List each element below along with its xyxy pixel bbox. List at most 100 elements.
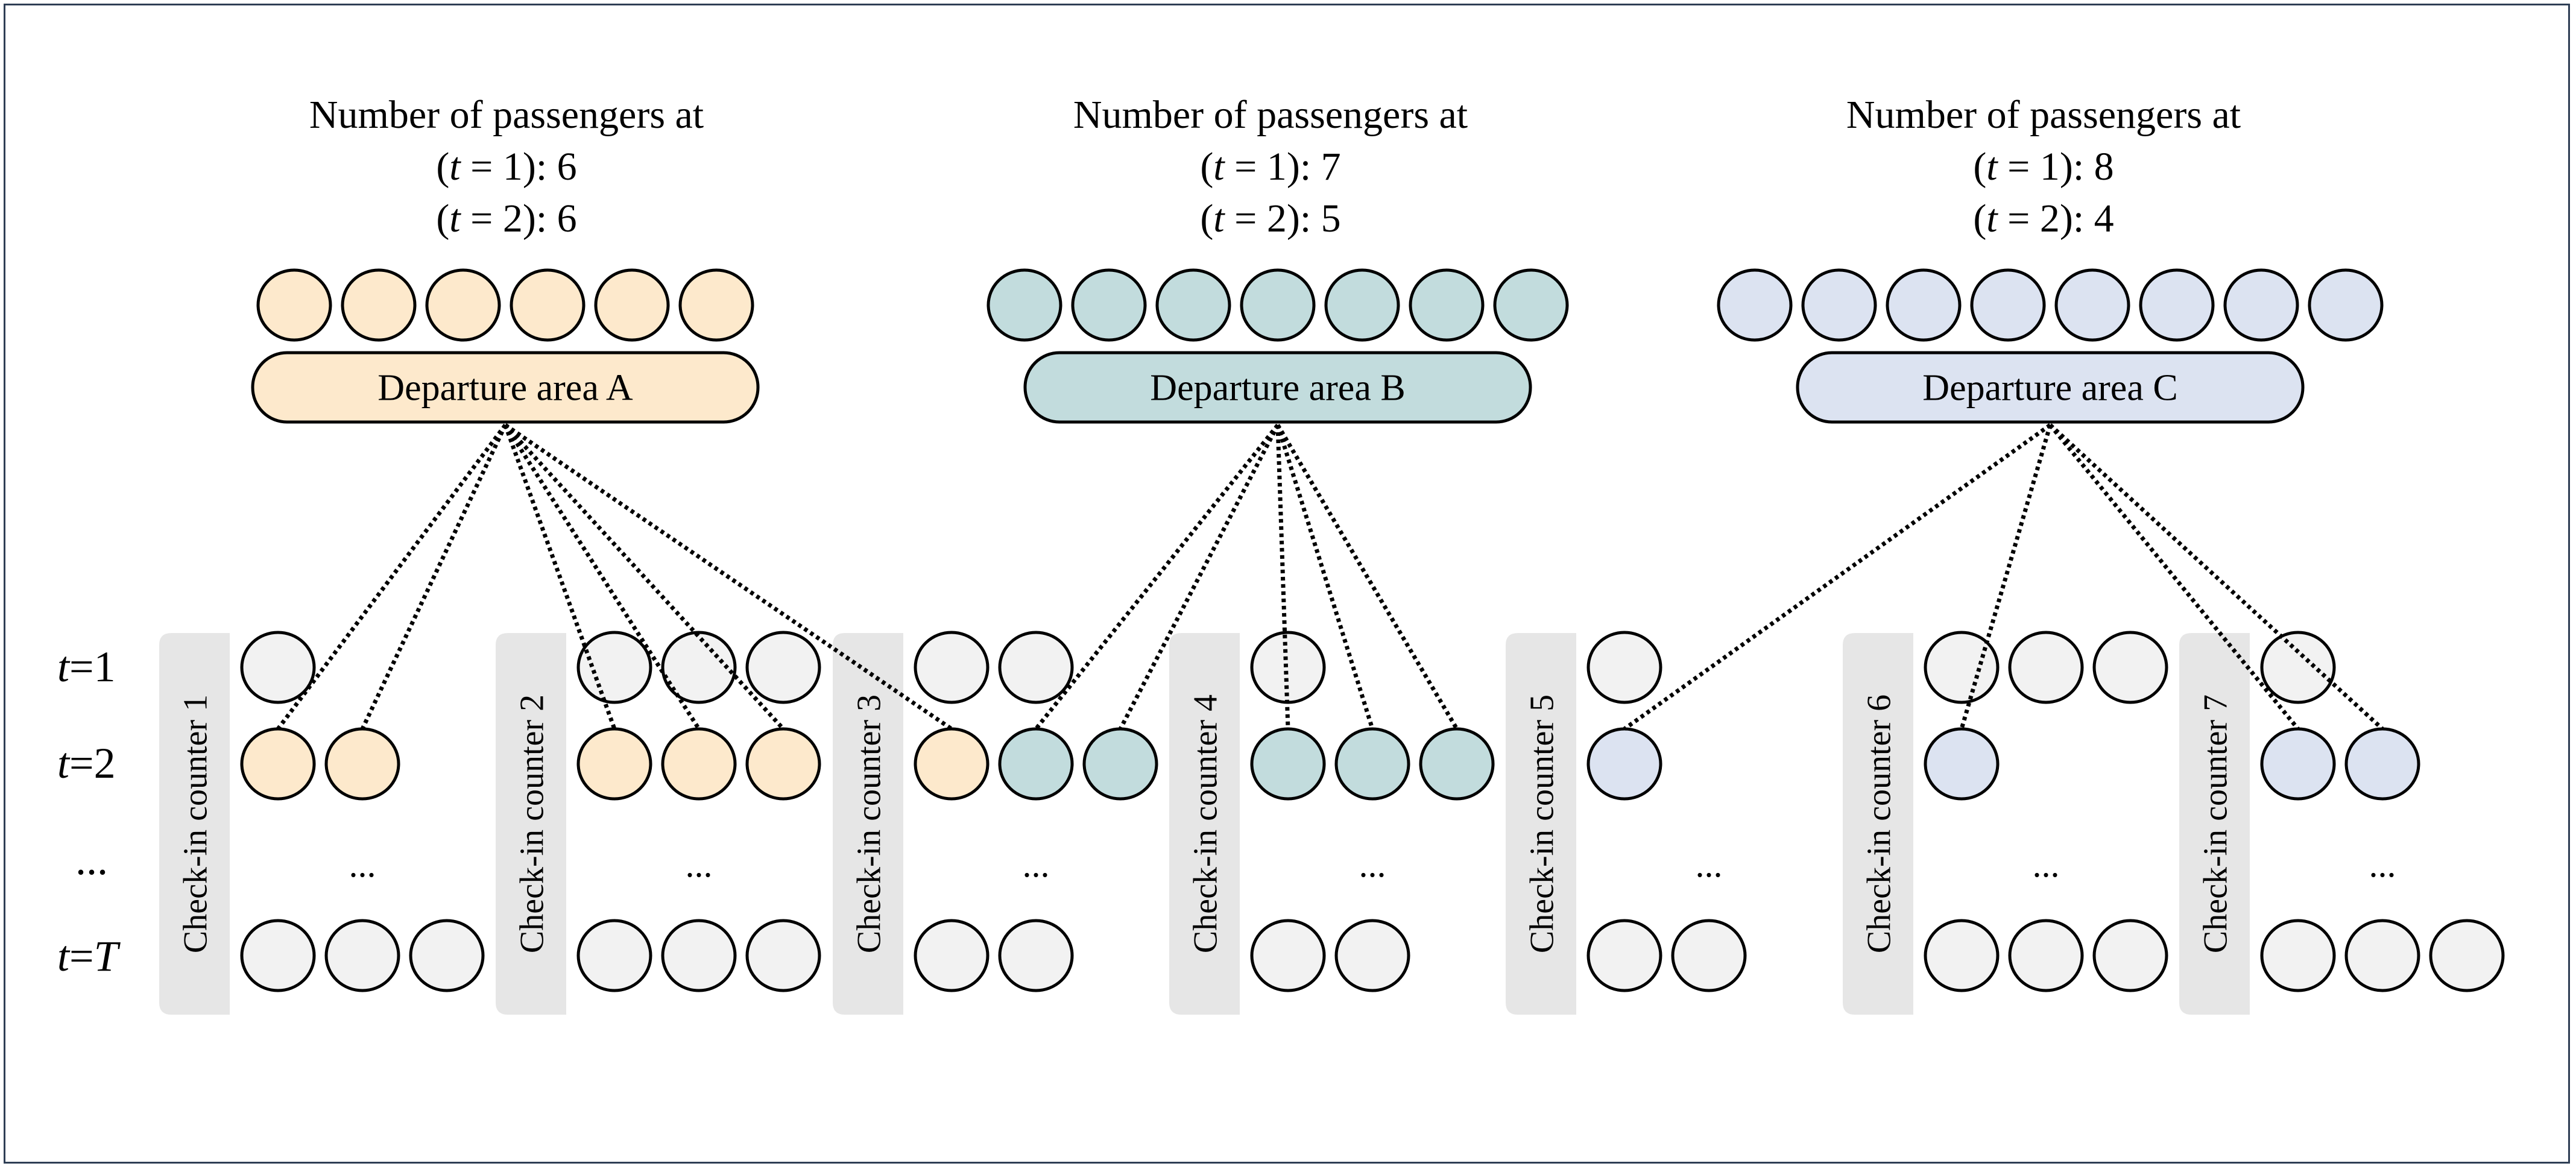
check-in-counter-label: Check-in counter 1: [177, 695, 215, 953]
waiting-passenger-B: [1493, 268, 1569, 342]
caption-area-a: Number of passengers at (t = 1): 6 (t = …: [235, 89, 778, 245]
queue-passenger: [1671, 919, 1747, 992]
queue-passenger: [745, 631, 821, 704]
check-in-counter-label: Check-in counter 7: [2197, 695, 2235, 953]
waiting-passenger-B: [1409, 268, 1485, 342]
time-label-ellipsis: ...: [75, 836, 108, 884]
time-label-t2: t=2: [57, 739, 116, 787]
queue-passenger: [1586, 727, 1662, 801]
check-in-counter-band: [159, 633, 230, 1015]
ellipsis: ...: [349, 845, 376, 884]
departure-area-label: Departure area A: [377, 368, 633, 409]
assignment-line-a: [504, 424, 701, 730]
assignment-line-b: [1034, 423, 1280, 731]
waiting-passenger-A: [341, 268, 417, 342]
queue-passenger: [2260, 919, 2336, 992]
queue-passenger: [745, 919, 821, 992]
queue-passenger: [1924, 631, 2000, 704]
queue-passenger: [1924, 727, 2000, 801]
queue-passenger: [576, 919, 652, 992]
check-in-counter-band: [1843, 633, 1913, 1015]
assignment-lines: [276, 423, 2384, 731]
waiting-passenger-C: [2223, 268, 2299, 342]
waiting-passenger-C: [1717, 268, 1793, 342]
queue-passenger: [914, 727, 990, 801]
queue-passenger: [2092, 631, 2168, 704]
ellipsis: ...: [2369, 845, 2396, 884]
assignment-line-c: [1959, 424, 2053, 729]
waiting-passenger-B: [987, 268, 1062, 342]
waiting-passenger-C: [1886, 268, 1962, 342]
queue-passenger: [661, 919, 737, 992]
waiting-passenger-A: [678, 268, 754, 342]
time-label-t1: t=1: [57, 643, 116, 691]
check-in-counter-band: [833, 633, 903, 1015]
caption-t2: (t = 2): 6: [436, 197, 577, 241]
assignment-line-b: [1275, 424, 1375, 730]
queue-passenger: [661, 631, 737, 704]
queue-passenger: [324, 919, 400, 992]
caption-title: Number of passengers at: [1073, 93, 1468, 137]
queue-passenger: [1334, 919, 1410, 992]
assignment-line-c: [2048, 423, 2300, 731]
queue-passenger: [1250, 631, 1326, 704]
ellipsis: ...: [1696, 845, 1723, 884]
caption-t2: (t = 2): 5: [1200, 197, 1341, 241]
caption-t2: (t = 2): 4: [1973, 197, 2114, 241]
waiting-passenger-A: [510, 268, 586, 342]
queue-passenger: [324, 727, 400, 801]
assignment-line-b: [1118, 424, 1280, 730]
caption-t1: (t = 1): 7: [1200, 145, 1341, 189]
queue-passenger: [240, 919, 316, 992]
assignment-line-c: [1623, 423, 2052, 731]
queue-passenger: [1419, 727, 1495, 801]
queue-passenger: [661, 727, 737, 801]
check-in-counter-band: [496, 633, 566, 1015]
waiting-passenger-B: [1071, 268, 1147, 342]
caption-t1: (t = 1): 8: [1973, 145, 2114, 189]
check-in-counter-label: Check-in counter 5: [1524, 695, 1561, 953]
waiting-passenger-C: [2308, 268, 2384, 342]
departure-area-a: [251, 351, 760, 424]
assignment-line-a: [504, 423, 953, 731]
departure-area-b: [1023, 351, 1532, 424]
queue-passenger: [2008, 631, 2084, 704]
ellipsis: ...: [1359, 845, 1386, 884]
queue-passenger: [2429, 919, 2505, 992]
queue-passenger: [1334, 727, 1410, 801]
queue-passenger: [1250, 919, 1326, 992]
check-in-counter-label: Check-in counter 3: [851, 695, 888, 953]
waiting-passenger-B: [1240, 268, 1316, 342]
check-in-counter-label: Check-in counter 4: [1187, 695, 1225, 953]
queue-passenger: [2344, 919, 2420, 992]
check-in-counter-band: [2179, 633, 2250, 1015]
waiting-passenger-A: [425, 268, 501, 342]
check-in-counter-band: [1506, 633, 1576, 1015]
queue-passenger: [1082, 727, 1158, 801]
caption-area-b: Number of passengers at (t = 1): 7 (t = …: [999, 89, 1542, 245]
check-in-counter-band: [1169, 633, 1240, 1015]
waiting-passenger-B: [1155, 268, 1231, 342]
departure-area-label: Departure area C: [1922, 368, 2177, 409]
queue-passenger: [240, 727, 316, 801]
waiting-passenger-B: [1324, 268, 1400, 342]
time-label-tT: t=T: [57, 932, 118, 980]
waiting-passenger-C: [2054, 268, 2130, 342]
queue-passenger: [409, 919, 485, 992]
queue-passenger: [1924, 919, 2000, 992]
queue-passenger: [576, 727, 652, 801]
queue-passenger: [1586, 631, 1662, 704]
queue-passenger: [2260, 631, 2336, 704]
ellipsis: ...: [1023, 845, 1050, 884]
queue-passenger: [576, 631, 652, 704]
waiting-passenger-A: [594, 268, 670, 342]
queue-passenger: [2344, 727, 2420, 801]
queue-passenger: [2092, 919, 2168, 992]
waiting-passenger-A: [256, 268, 332, 342]
check-in-counter-label: Check-in counter 6: [1861, 695, 1898, 953]
queue-passenger: [2260, 727, 2336, 801]
waiting-passenger-C: [2139, 268, 2215, 342]
queue-passenger: [914, 631, 990, 704]
assignment-line-a: [504, 423, 785, 731]
